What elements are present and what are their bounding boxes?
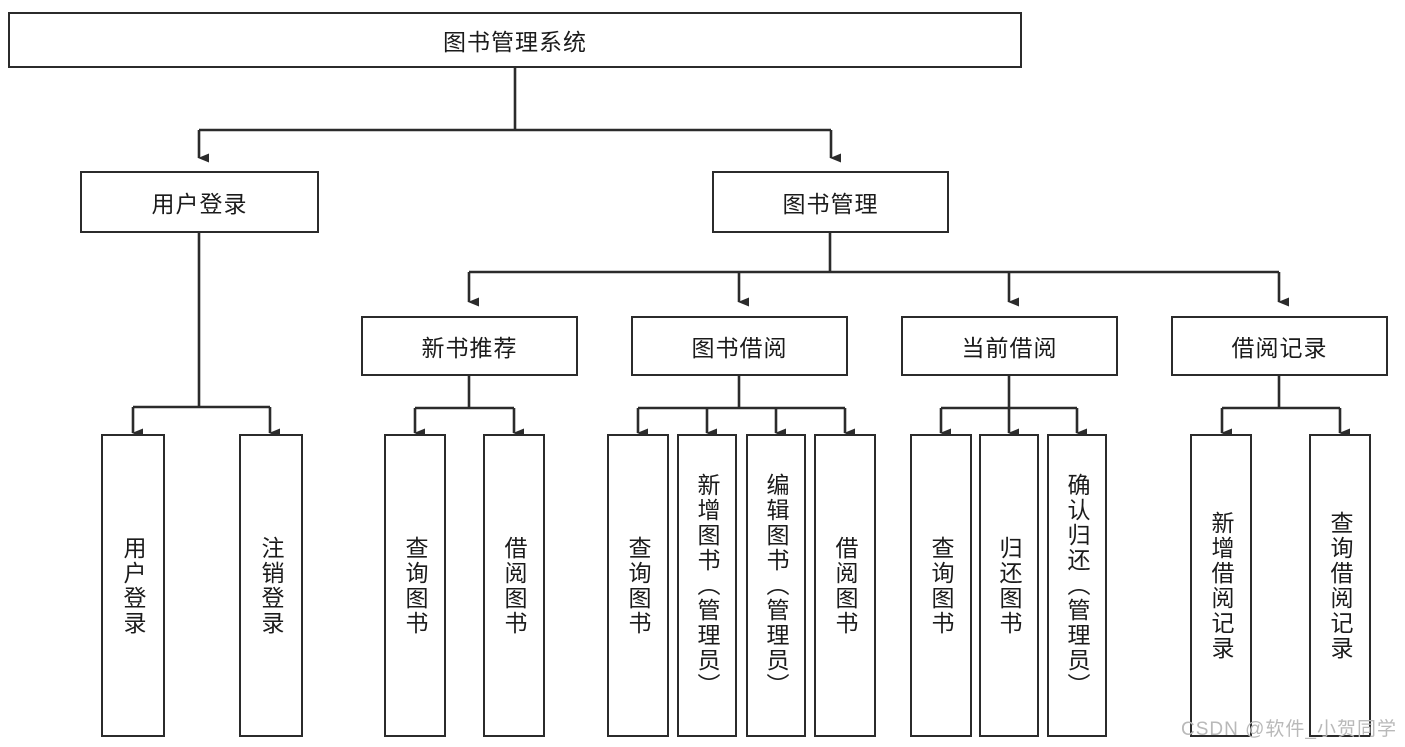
node-label: 用户登录 bbox=[151, 191, 248, 217]
node-label: 查询图书 bbox=[402, 535, 429, 636]
node-label: 图书管理 bbox=[782, 191, 879, 217]
leaf-current-borrow-confirm-return[interactable]: 确认归还（管理员） bbox=[1047, 434, 1107, 737]
leaf-borrow-record-query[interactable]: 查询借阅记录 bbox=[1309, 434, 1371, 737]
leaf-book-borrow-add[interactable]: 新增图书（管理员） bbox=[677, 434, 737, 737]
leaf-book-borrow-query[interactable]: 查询图书 bbox=[607, 434, 669, 737]
node-label: 借阅图书 bbox=[501, 535, 528, 636]
node-label: 查询借阅记录 bbox=[1327, 510, 1354, 661]
node-label: 图书借阅 bbox=[691, 335, 788, 361]
node-label: 查询图书 bbox=[928, 535, 955, 636]
leaf-new-book-query[interactable]: 查询图书 bbox=[384, 434, 446, 737]
node-label: 确认归还（管理员） bbox=[1064, 473, 1091, 698]
node-label: 借阅图书 bbox=[832, 535, 859, 636]
leaf-current-borrow-return[interactable]: 归还图书 bbox=[979, 434, 1039, 737]
node-label: 用户登录 bbox=[120, 535, 147, 636]
node-label: 新书推荐 bbox=[421, 335, 518, 361]
node-label: 注销登录 bbox=[258, 535, 285, 636]
node-current-borrow[interactable]: 当前借阅 bbox=[901, 316, 1118, 376]
node-user-login[interactable]: 用户登录 bbox=[80, 171, 319, 233]
node-borrow-record[interactable]: 借阅记录 bbox=[1171, 316, 1388, 376]
watermark-label: CSDN @软件_小贺同学 bbox=[1181, 719, 1397, 740]
node-label: 编辑图书（管理员） bbox=[763, 473, 790, 698]
leaf-book-borrow-borrow[interactable]: 借阅图书 bbox=[814, 434, 876, 737]
leaf-current-borrow-query[interactable]: 查询图书 bbox=[910, 434, 972, 737]
node-label: 归还图书 bbox=[996, 535, 1023, 636]
node-book-borrow[interactable]: 图书借阅 bbox=[631, 316, 848, 376]
leaf-borrow-record-add[interactable]: 新增借阅记录 bbox=[1190, 434, 1252, 737]
leaf-user-login-signin[interactable]: 用户登录 bbox=[101, 434, 165, 737]
node-new-book-recommend[interactable]: 新书推荐 bbox=[361, 316, 578, 376]
leaf-new-book-borrow[interactable]: 借阅图书 bbox=[483, 434, 545, 737]
node-label: 查询图书 bbox=[625, 535, 652, 636]
node-root-system[interactable]: 图书管理系统 bbox=[8, 12, 1022, 68]
leaf-user-login-signout[interactable]: 注销登录 bbox=[239, 434, 303, 737]
node-label: 借阅记录 bbox=[1231, 335, 1328, 361]
node-book-management[interactable]: 图书管理 bbox=[712, 171, 949, 233]
node-label: 新增借阅记录 bbox=[1208, 510, 1235, 661]
node-label: 当前借阅 bbox=[961, 335, 1058, 361]
node-label: 图书管理系统 bbox=[443, 29, 587, 55]
leaf-book-borrow-edit[interactable]: 编辑图书（管理员） bbox=[746, 434, 806, 737]
node-label: 新增图书（管理员） bbox=[694, 473, 721, 698]
